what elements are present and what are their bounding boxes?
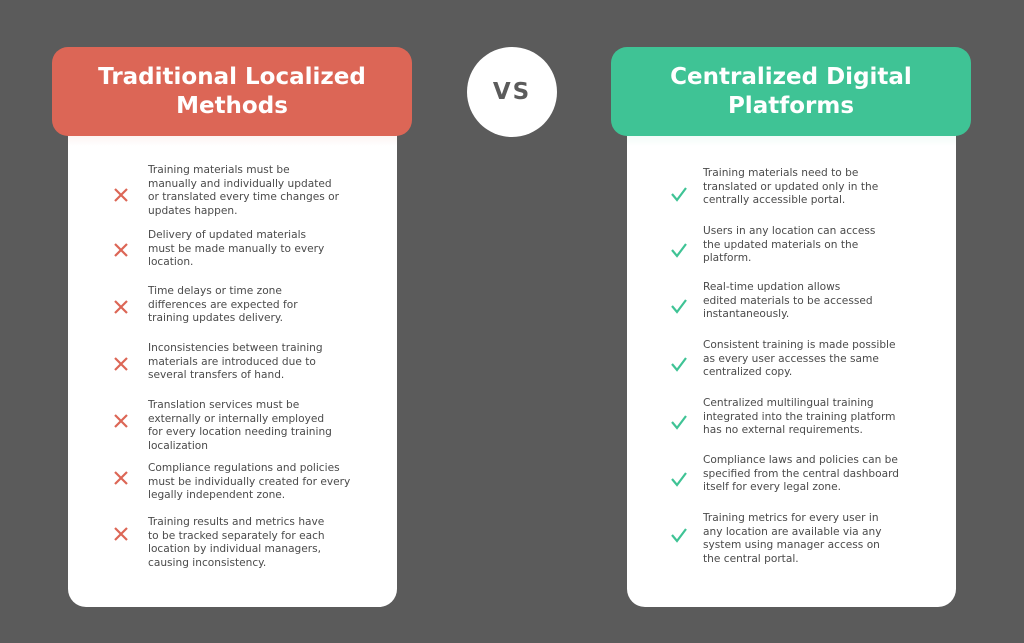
list-item: Inconsistencies between training materia… [148, 342, 323, 382]
cross-icon [114, 471, 128, 485]
centralized-platforms-title: Centralized Digital Platforms [670, 63, 912, 119]
list-item: Consistent training is made possible as … [703, 339, 896, 379]
cross-icon [114, 414, 128, 428]
list-item: Compliance laws and policies can be spec… [703, 454, 899, 494]
check-icon [671, 357, 687, 372]
list-item: Translation services must be externally … [148, 399, 332, 452]
list-item: Delivery of updated materials must be ma… [148, 229, 325, 269]
list-item: Users in any location can access the upd… [703, 225, 876, 265]
list-item: Training materials need to be translated… [703, 167, 879, 207]
cross-icon [114, 357, 128, 371]
cross-icon [114, 300, 128, 314]
list-item: Compliance regulations and policies must… [148, 462, 351, 502]
cross-icon [114, 188, 128, 202]
cross-icon [114, 527, 128, 541]
traditional-methods-title: Traditional Localized Methods [98, 63, 366, 119]
check-icon [671, 243, 687, 258]
list-item: Training metrics for every user in any l… [703, 512, 882, 565]
list-item: Training results and metrics have to be … [148, 516, 325, 569]
list-item: Time delays or time zone differences are… [148, 285, 298, 325]
check-icon [671, 415, 687, 430]
centralized-platforms-header: Centralized Digital Platforms [611, 47, 971, 136]
traditional-methods-header: Traditional Localized Methods [52, 47, 412, 136]
check-icon [671, 528, 687, 543]
vs-label: VS [492, 79, 532, 105]
vs-badge: VS [467, 47, 557, 137]
list-item: Training materials must be manually and … [148, 164, 339, 217]
cross-icon [114, 243, 128, 257]
check-icon [671, 299, 687, 314]
check-icon [671, 472, 687, 487]
check-icon [671, 187, 687, 202]
list-item: Centralized multilingual training integr… [703, 397, 896, 437]
list-item: Real-time updation allows edited materia… [703, 281, 873, 321]
